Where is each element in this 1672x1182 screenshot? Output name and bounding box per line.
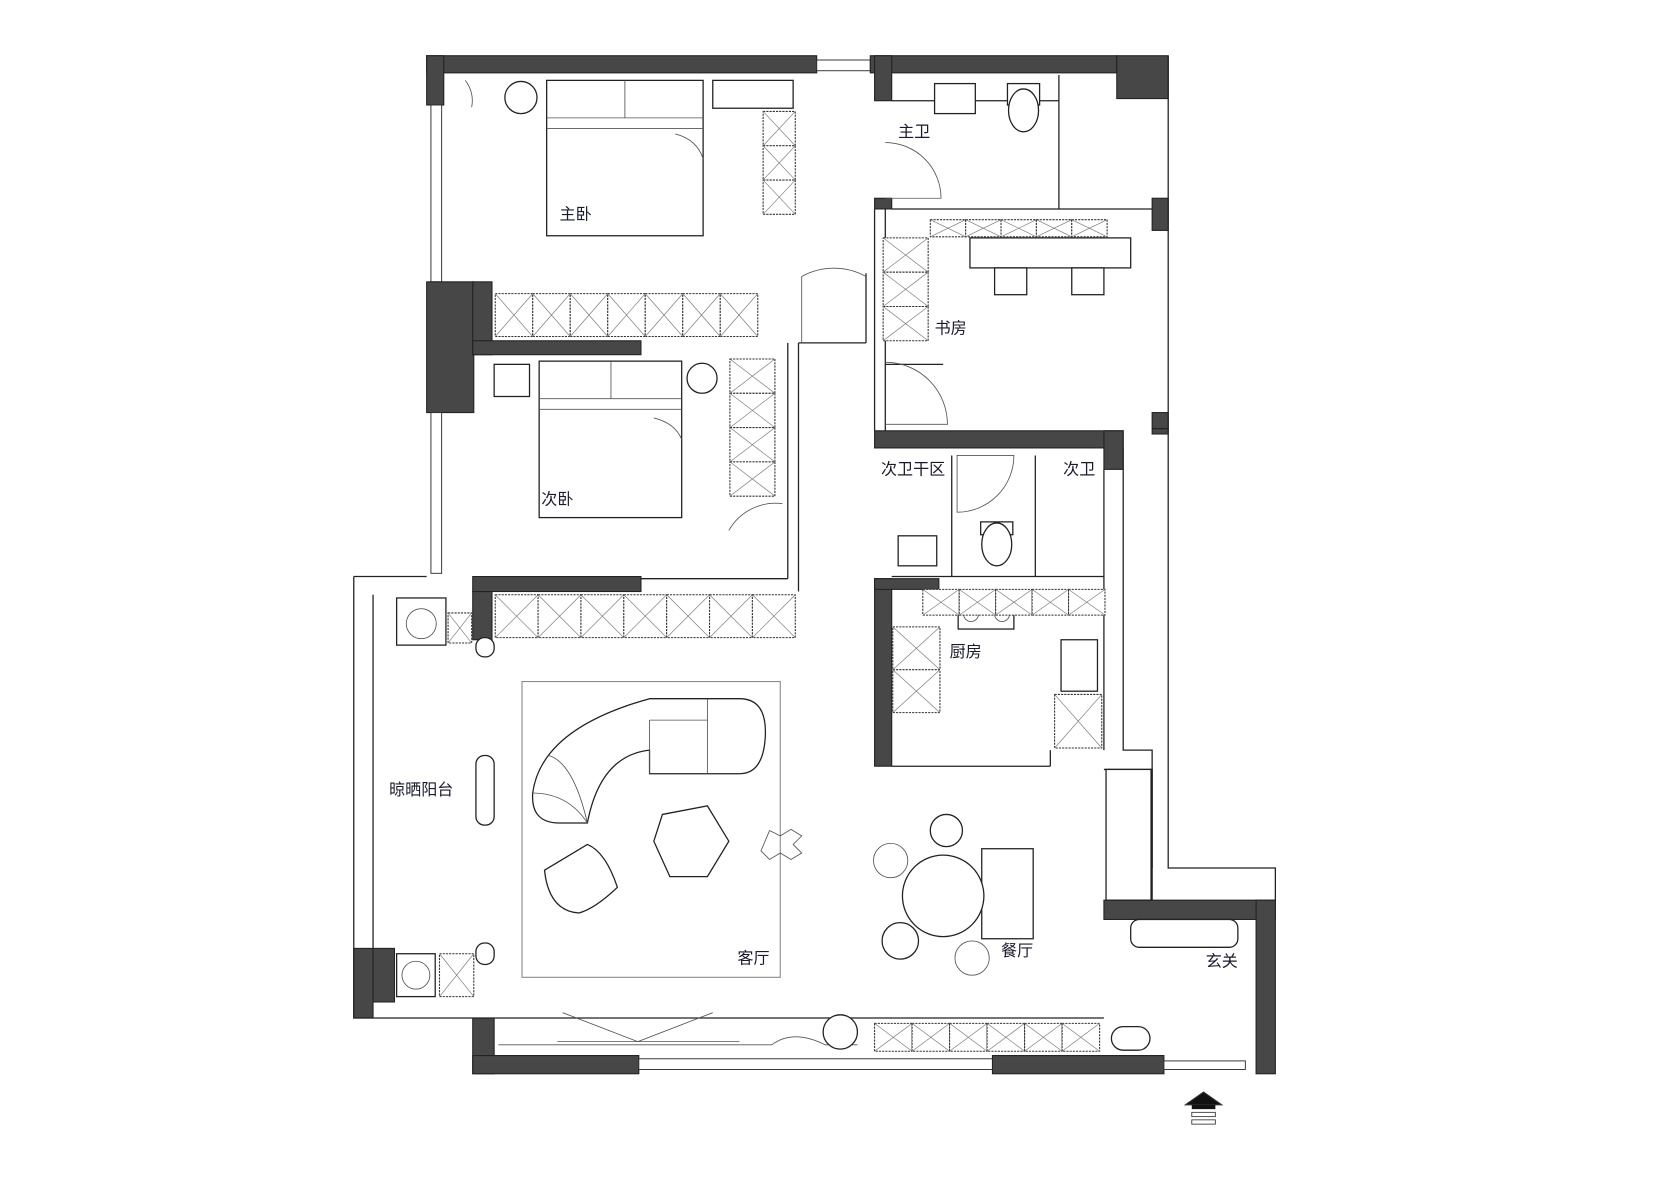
cabinet-cross [1031,589,1069,616]
cabinet-cross [882,237,929,273]
cabinet-cross [911,1023,950,1052]
wall-outlines [353,55,1277,1019]
label-second-bedroom: 次卧 [541,490,573,509]
cabinet-cross [494,594,539,638]
cabinet-cross [447,612,472,644]
label-master-bedroom: 主卧 [560,205,592,224]
cabinet-cross [965,219,1002,238]
label-second-bath-dry: 次卫干区 [881,460,945,479]
cabinet-cross [607,293,646,337]
cabinet-cross [494,293,533,337]
cabinet-cross [729,358,776,394]
cabinet-cross [729,461,776,497]
entrance-arrow-icon [1183,1091,1224,1125]
cabinet-cross [922,589,960,616]
cabinet-cross [1061,1023,1100,1052]
label-living-room: 客厅 [737,948,769,967]
cabinet-cross [986,1023,1025,1052]
cabinet-cross [580,594,625,638]
cabinet-cross [752,594,796,638]
cabinet-cross [762,145,796,181]
cabinet-cross [1036,219,1072,238]
cabinet-cross [892,669,941,713]
label-second-bath: 次卫 [1063,460,1095,479]
cabinet-cross [623,594,667,638]
cabinet-cross [645,293,683,337]
cabinet-cross [930,219,966,238]
cabinet-cross [762,179,796,215]
cabinet-cross [532,293,571,337]
cabinet-cross [882,306,929,342]
cabinet-cross [1054,694,1103,749]
cabinet-cross [762,111,796,146]
cabinet-cross [1068,589,1106,616]
label-kitchen: 厨房 [950,642,982,661]
label-balcony: 晾晒阳台 [389,780,453,799]
cabinet-cross [682,293,721,337]
cabinet-cross [709,594,753,638]
label-master-bath: 主卫 [898,122,930,141]
cabinet-cross [1071,219,1108,238]
room-labels: 主卫 主卧 书房 次卧 次卫干区 次卫 厨房 晾晒阳台 客厅 餐厅 玄关 [389,122,1238,970]
cabinet-cross [995,589,1033,616]
cabinet-cross [1000,219,1037,238]
doors [464,80,1015,531]
label-dining-room: 餐厅 [1001,941,1033,960]
cabinets [438,110,1108,1052]
cabinet-cross [729,427,776,463]
cabinet-cross [892,626,941,671]
walls [353,55,1276,1075]
cabinet-cross [720,293,759,337]
label-entrance: 玄关 [1206,952,1238,971]
cabinet-cross [882,271,929,307]
cabinet-cross [1024,1023,1063,1052]
cabinet-cross [729,393,776,428]
cabinet-cross [874,1023,913,1052]
cabinet-cross [949,1023,988,1052]
label-study: 书房 [935,318,967,337]
cabinet-cross [439,953,475,997]
furniture [395,79,1239,1051]
cabinet-cross [569,293,608,337]
cabinet-cross [666,594,710,638]
cabinet-cross [537,594,582,638]
cabinet-cross [959,589,996,616]
